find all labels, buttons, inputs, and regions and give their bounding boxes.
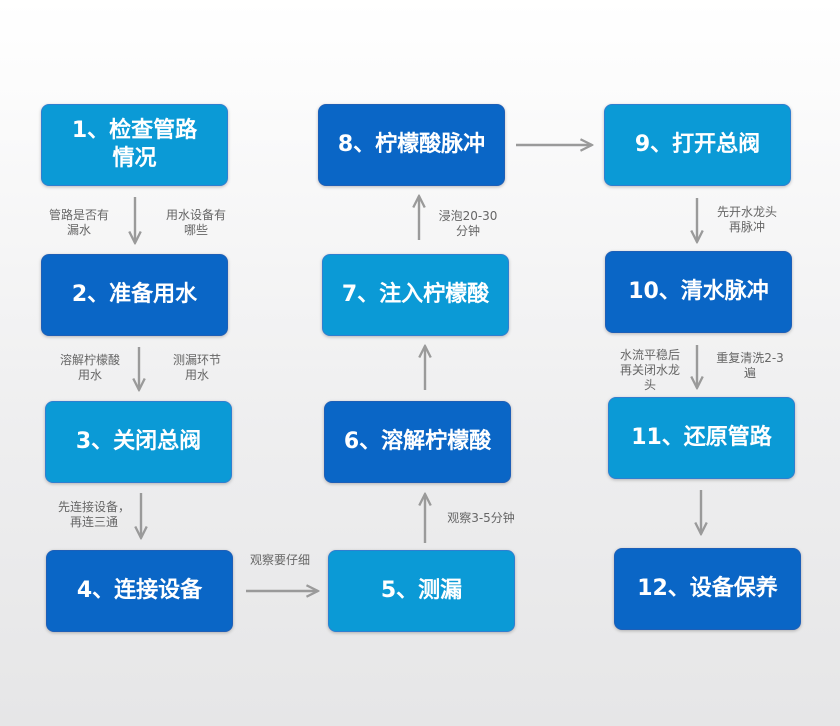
step-8-box: 8、柠檬酸脉冲 bbox=[318, 104, 505, 186]
step-10-label: 10、清水脉冲 bbox=[628, 279, 769, 304]
note-10-left: 水流平稳后 再关闭水龙 头 bbox=[619, 348, 680, 392]
step-11-box: 11、还原管路 bbox=[608, 397, 795, 479]
step-3-box: 3、关闭总阀 bbox=[45, 401, 232, 483]
step-9-box: 9、打开总阀 bbox=[604, 104, 791, 186]
note-7-right: 浸泡20-30 分钟 bbox=[438, 209, 498, 238]
note-2-right: 测漏环节 用水 bbox=[172, 353, 221, 382]
step-6-label: 6、溶解柠檬酸 bbox=[343, 429, 492, 454]
step-7-box: 7、注入柠檬酸 bbox=[322, 254, 509, 336]
note-2-left: 溶解柠檬酸 用水 bbox=[59, 353, 120, 382]
step-1-label: 1、检查管路 情况 bbox=[71, 118, 198, 171]
note-9-right: 先开水龙头 再脉冲 bbox=[716, 205, 777, 234]
step-10-box: 10、清水脉冲 bbox=[605, 251, 792, 333]
step-7-label: 7、注入柠檬酸 bbox=[341, 282, 490, 307]
note-1-left: 管路是否有 漏水 bbox=[48, 208, 109, 237]
note-4-top: 观察要仔细 bbox=[249, 553, 310, 567]
note-3-left: 先连接设备， 再连三通 bbox=[57, 500, 130, 529]
step-11-label: 11、还原管路 bbox=[631, 425, 772, 450]
step-5-label: 5、测漏 bbox=[380, 578, 463, 603]
note-1-right: 用水设备有 哪些 bbox=[165, 208, 226, 237]
note-5-right: 观察3-5分钟 bbox=[447, 511, 515, 525]
step-2-box: 2、准备用水 bbox=[41, 254, 228, 336]
step-9-label: 9、打开总阀 bbox=[634, 132, 761, 157]
step-12-label: 12、设备保养 bbox=[637, 576, 778, 601]
step-2-label: 2、准备用水 bbox=[71, 282, 198, 307]
step-3-label: 3、关闭总阀 bbox=[75, 429, 202, 454]
note-10-right: 重复清洗2-3 遍 bbox=[716, 351, 784, 380]
step-12-box: 12、设备保养 bbox=[614, 548, 801, 630]
step-5-box: 5、测漏 bbox=[328, 550, 515, 632]
step-1-box: 1、检查管路 情况 bbox=[41, 104, 228, 186]
step-4-label: 4、连接设备 bbox=[76, 578, 203, 603]
step-8-label: 8、柠檬酸脉冲 bbox=[337, 132, 486, 157]
step-6-box: 6、溶解柠檬酸 bbox=[324, 401, 511, 483]
step-4-box: 4、连接设备 bbox=[46, 550, 233, 632]
